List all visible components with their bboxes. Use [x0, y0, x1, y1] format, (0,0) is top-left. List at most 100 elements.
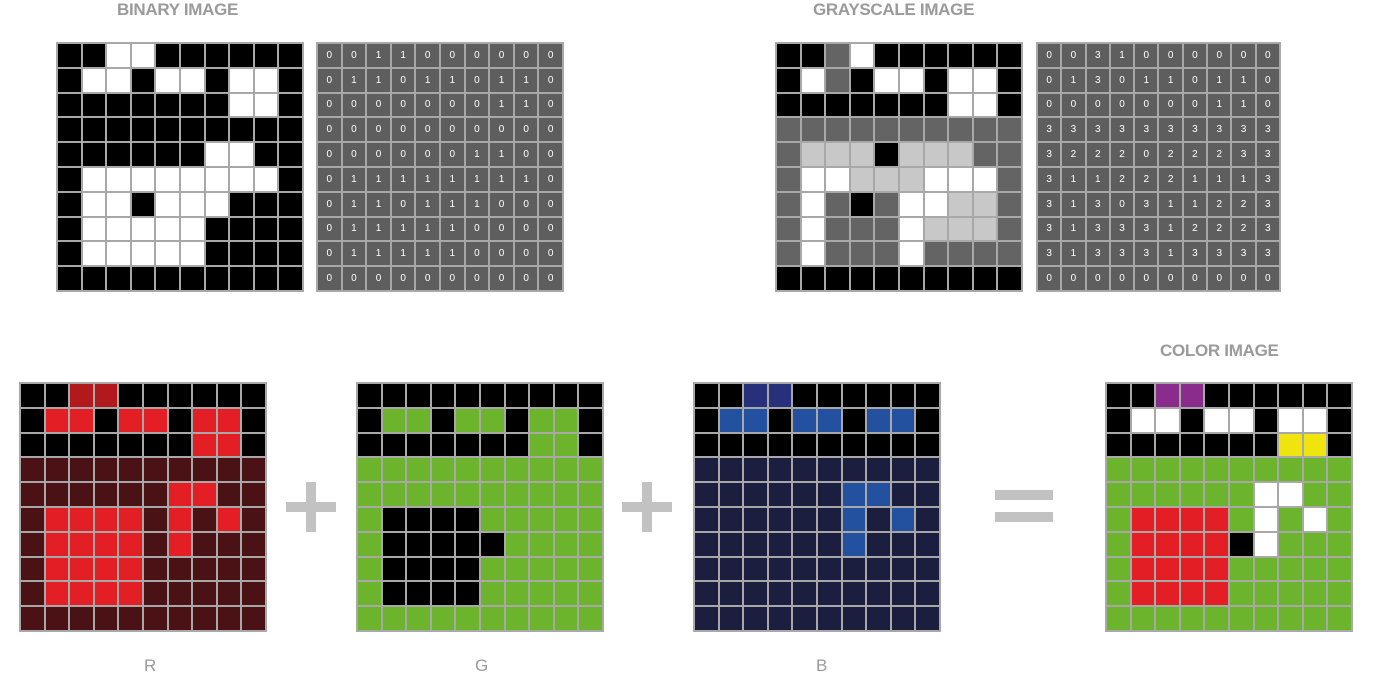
- pixel-cell: [818, 507, 841, 531]
- pixel-cell: [1107, 384, 1130, 407]
- pixel-cell: [1156, 532, 1179, 556]
- pixel-cell: [1230, 483, 1253, 506]
- pixel-cell: [94, 607, 118, 630]
- pixel-cell: [842, 483, 866, 506]
- green-channel-label: G: [475, 656, 489, 675]
- matrix-cell: 2: [1110, 143, 1134, 166]
- pixel-cell: [744, 532, 767, 556]
- pixel-cell: [205, 217, 229, 241]
- pixel-cell: [1303, 557, 1327, 581]
- pixel-cell: [891, 557, 915, 581]
- pixel-cell: [1156, 433, 1179, 457]
- pixel-cell: [850, 143, 874, 166]
- pixel-cell: [850, 118, 874, 142]
- pixel-cell: [916, 433, 939, 457]
- matrix-cell: 0: [441, 93, 464, 117]
- pixel-cell: [431, 408, 455, 432]
- matrix-cell: 0: [465, 118, 489, 142]
- pixel-cell: [924, 143, 948, 166]
- pixel-cell: [205, 44, 229, 67]
- pixel-cell: [456, 384, 479, 407]
- pixel-cell: [949, 68, 972, 92]
- pixel-cell: [1254, 557, 1278, 581]
- pixel-cell: [144, 607, 167, 630]
- pixel-cell: [242, 557, 265, 581]
- matrix-cell: 1: [367, 192, 390, 216]
- pixel-cell: [119, 582, 142, 606]
- pixel-cell: [1180, 384, 1204, 407]
- pixel-cell: [973, 242, 997, 266]
- pixel-cell: [1230, 433, 1253, 457]
- pixel-cell: [554, 458, 578, 482]
- pixel-cell: [875, 192, 898, 216]
- matrix-cell: 0: [1183, 267, 1207, 290]
- pixel-cell: [875, 143, 898, 166]
- matrix-cell: 0: [539, 217, 562, 241]
- pixel-cell: [777, 68, 800, 92]
- pixel-cell: [973, 192, 997, 216]
- matrix-cell: 1: [1062, 192, 1085, 216]
- pixel-cell: [695, 433, 718, 457]
- pixel-cell: [358, 433, 381, 457]
- pixel-cell: [1205, 607, 1228, 630]
- pixel-cell: [45, 607, 69, 630]
- pixel-cell: [1180, 607, 1204, 630]
- pixel-cell: [867, 557, 890, 581]
- pixel-cell: [579, 557, 602, 581]
- pixel-cell: [156, 68, 179, 92]
- pixel-cell: [45, 582, 69, 606]
- pixel-cell: [58, 242, 81, 266]
- pixel-cell: [358, 458, 381, 482]
- pixel-cell: [818, 408, 841, 432]
- pixel-cell: [131, 167, 155, 191]
- matrix-cell: 2: [1159, 143, 1182, 166]
- matrix-cell: 3: [1135, 192, 1158, 216]
- matrix-cell: 0: [490, 192, 513, 216]
- pixel-cell: [168, 433, 192, 457]
- matrix-cell: 0: [441, 143, 464, 166]
- grayscale-image-title: GRAYSCALE IMAGE: [813, 0, 975, 19]
- pixel-cell: [456, 433, 479, 457]
- pixel-cell: [916, 483, 939, 506]
- pixel-cell: [875, 217, 898, 241]
- matrix-cell: 1: [1062, 242, 1085, 266]
- pixel-cell: [744, 384, 767, 407]
- pixel-cell: [1205, 384, 1228, 407]
- matrix-cell: 3: [1038, 192, 1061, 216]
- pixel-cell: [1131, 433, 1155, 457]
- pixel-cell: [254, 242, 278, 266]
- pixel-cell: [1156, 557, 1179, 581]
- pixel-cell: [193, 607, 216, 630]
- pixel-cell: [358, 582, 381, 606]
- pixel-cell: [998, 242, 1021, 266]
- pixel-cell: [695, 557, 718, 581]
- pixel-cell: [407, 433, 430, 457]
- pixel-cell: [1254, 483, 1278, 506]
- pixel-cell: [719, 607, 743, 630]
- pixel-cell: [82, 192, 106, 216]
- matrix-cell: 1: [490, 167, 513, 191]
- pixel-cell: [875, 68, 898, 92]
- pixel-cell: [254, 44, 278, 67]
- matrix-cell: 0: [1135, 143, 1158, 166]
- pixel-cell: [1279, 384, 1302, 407]
- pixel-cell: [156, 93, 179, 117]
- pixel-cell: [230, 118, 253, 142]
- pixel-cell: [217, 607, 241, 630]
- pixel-cell: [530, 607, 553, 630]
- pixel-cell: [144, 507, 167, 531]
- pixel-cell: [230, 143, 253, 166]
- matrix-cell: 0: [539, 143, 562, 166]
- pixel-cell: [131, 93, 155, 117]
- pixel-cell: [168, 384, 192, 407]
- pixel-cell: [801, 242, 825, 266]
- matrix-cell: 0: [367, 118, 390, 142]
- matrix-cell: 0: [1159, 267, 1182, 290]
- pixel-cell: [358, 483, 381, 506]
- matrix-cell: 2: [1110, 167, 1134, 191]
- pixel-cell: [217, 507, 241, 531]
- pixel-cell: [21, 384, 44, 407]
- matrix-cell: 0: [465, 68, 489, 92]
- pixel-cell: [119, 483, 142, 506]
- pixel-cell: [1254, 458, 1278, 482]
